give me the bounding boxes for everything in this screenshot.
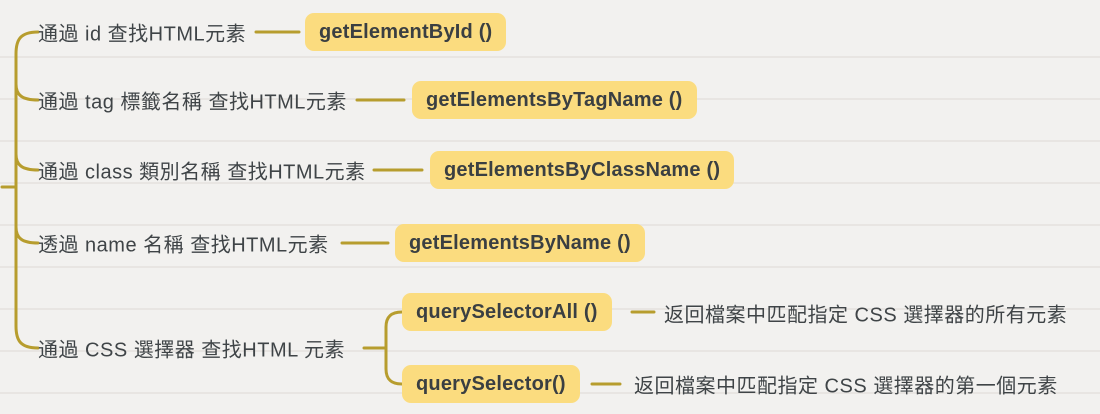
branch-curve-name <box>14 225 40 245</box>
trunk-line <box>14 30 40 350</box>
branch-curve-tag <box>14 82 40 102</box>
description-queryselectorall[interactable]: 返回檔案中匹配指定 CSS 選擇器的所有元素 <box>664 304 1068 327</box>
description-queryselector[interactable]: 返回檔案中匹配指定 CSS 選擇器的第一個元素 <box>634 375 1058 398</box>
method-node-queryselectorall[interactable]: querySelectorAll () <box>402 293 612 331</box>
method-node-getelementsbytagname[interactable]: getElementsByTagName () <box>412 81 697 119</box>
method-node-getelementbyid[interactable]: getElementById () <box>305 13 507 51</box>
branch-label-class[interactable]: 通過 class 類別名稱 查找HTML元素 <box>38 161 366 184</box>
branch-label-tag[interactable]: 通過 tag 標籤名稱 查找HTML元素 <box>38 91 347 114</box>
branch-label-id[interactable]: 通過 id 查找HTML元素 <box>38 23 247 46</box>
bracket-css-children <box>384 310 404 386</box>
branch-curve-class <box>14 152 40 172</box>
method-node-getelementsbyname[interactable]: getElementsByName () <box>395 224 645 262</box>
method-node-queryselector[interactable]: querySelector() <box>402 365 580 403</box>
branch-label-css-selector[interactable]: 通過 CSS 選擇器 查找HTML 元素 <box>38 339 346 362</box>
method-node-getelementsbyclassname[interactable]: getElementsByClassName () <box>430 151 735 189</box>
branch-label-name[interactable]: 透過 name 名稱 查找HTML元素 <box>38 234 329 257</box>
